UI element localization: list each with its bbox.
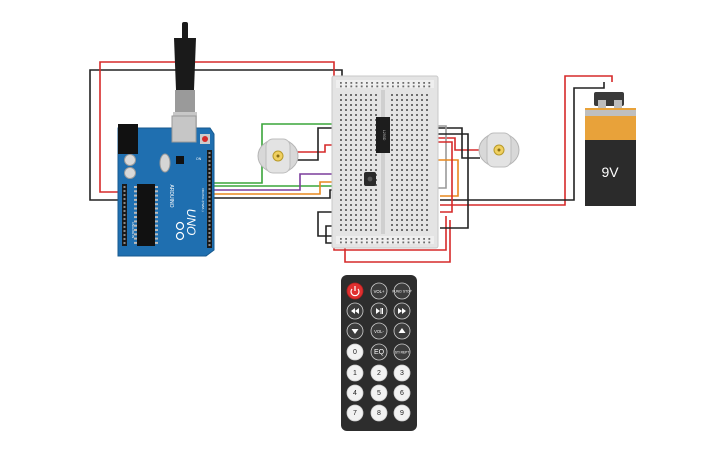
rewind-button[interactable]: [346, 302, 364, 320]
remote-button-grid: VOL+ FUNC/ STOP VOL- 0 EQ ST/ REPT 1 2 3 4 5 6 7 8 9: [346, 282, 412, 422]
header-pins: [123, 152, 211, 246]
chip-label: L293D: [382, 130, 386, 141]
arduino-logo-icon: [175, 221, 185, 241]
triangle-down-icon: [351, 329, 359, 334]
up-button[interactable]: [393, 322, 411, 340]
digit-2-button-label: 2: [377, 370, 381, 377]
play-pause-button[interactable]: [370, 302, 388, 320]
wire-black-battery[interactable]: [440, 82, 605, 201]
board-brand-label: ARDUINO: [168, 184, 174, 207]
ir-receiver[interactable]: [364, 172, 376, 186]
dc-motor-left[interactable]: [257, 138, 299, 174]
func-stop-button[interactable]: FUNC/ STOP: [392, 282, 412, 300]
st-rept-button[interactable]: ST/ REPT: [393, 343, 411, 361]
vol-plus-button[interactable]: VOL+: [370, 282, 388, 300]
motor-driver-chip[interactable]: L293D: [376, 117, 390, 153]
digit-9-button[interactable]: 9: [393, 404, 411, 422]
battery-9v[interactable]: 9V: [585, 92, 636, 206]
digit-5-button[interactable]: 5: [370, 384, 388, 402]
digit-0-button-label: 0: [353, 349, 357, 356]
usb-cable: [173, 22, 197, 130]
digit-8-button-label: 8: [377, 410, 381, 417]
digit-6-button[interactable]: 6: [393, 384, 411, 402]
digit-0-button[interactable]: 0: [346, 343, 364, 361]
power-icon: [350, 286, 360, 297]
digit-7-button-label: 7: [353, 410, 357, 417]
breadboard[interactable]: [331, 75, 439, 249]
ir-remote[interactable]: VOL+ FUNC/ STOP VOL- 0 EQ ST/ REPT 1 2 3 4 5 6 7 8 9: [341, 275, 417, 431]
eq-button[interactable]: EQ: [370, 343, 388, 361]
board-analog-header-label: ANALOG IN: [131, 222, 135, 238]
breadboard-holes: [340, 82, 431, 244]
wire-red-5v-loop[interactable]: [99, 61, 335, 193]
digit-3-button-label: 3: [400, 370, 404, 377]
digit-3-button[interactable]: 3: [393, 364, 411, 382]
vol-minus-button[interactable]: VOL-: [370, 322, 388, 340]
down-button[interactable]: [346, 322, 364, 340]
board-on-label: ON: [196, 157, 202, 161]
digit-4-button[interactable]: 4: [346, 384, 364, 402]
eq-button-label: EQ: [374, 349, 385, 356]
digit-6-button-label: 6: [400, 390, 404, 397]
battery-label: 9V: [601, 164, 619, 180]
digit-4-button-label: 4: [353, 390, 357, 397]
wire-red-battery[interactable]: [440, 75, 613, 206]
board-model-label: UNO: [184, 209, 198, 236]
play-pause-icon: [376, 308, 383, 314]
digit-1-button[interactable]: 1: [346, 364, 364, 382]
dc-motor-right[interactable]: [478, 132, 520, 168]
board-digital-header-label: DIGITAL (PWM~): [201, 188, 205, 211]
st-rept-button-label: ST/ REPT: [395, 351, 409, 355]
digit-1-button-label: 1: [353, 370, 357, 377]
power-button[interactable]: [346, 282, 364, 300]
arduino-uno-board[interactable]: ARDUINO UNO ON DIGITAL (PWM~) ANALOG IN: [117, 22, 215, 257]
fast-forward-button[interactable]: [393, 302, 411, 320]
digit-8-button[interactable]: 8: [370, 404, 388, 422]
wire-black-gnd-loop[interactable]: [89, 69, 343, 201]
fast-forward-icon: [398, 308, 406, 314]
vol-minus-button-label: VOL-: [374, 329, 384, 334]
digit-5-button-label: 5: [377, 390, 381, 397]
digit-9-button-label: 9: [400, 410, 404, 417]
mcu-pins: [134, 186, 158, 244]
digit-7-button[interactable]: 7: [346, 404, 364, 422]
triangle-up-icon: [398, 328, 406, 333]
vol-plus-button-label: VOL+: [374, 289, 385, 294]
wire-purple-signal[interactable]: [214, 173, 358, 191]
func-stop-button-label: FUNC/ STOP: [392, 290, 411, 294]
digit-2-button[interactable]: 2: [370, 364, 388, 382]
rewind-icon: [351, 308, 359, 314]
